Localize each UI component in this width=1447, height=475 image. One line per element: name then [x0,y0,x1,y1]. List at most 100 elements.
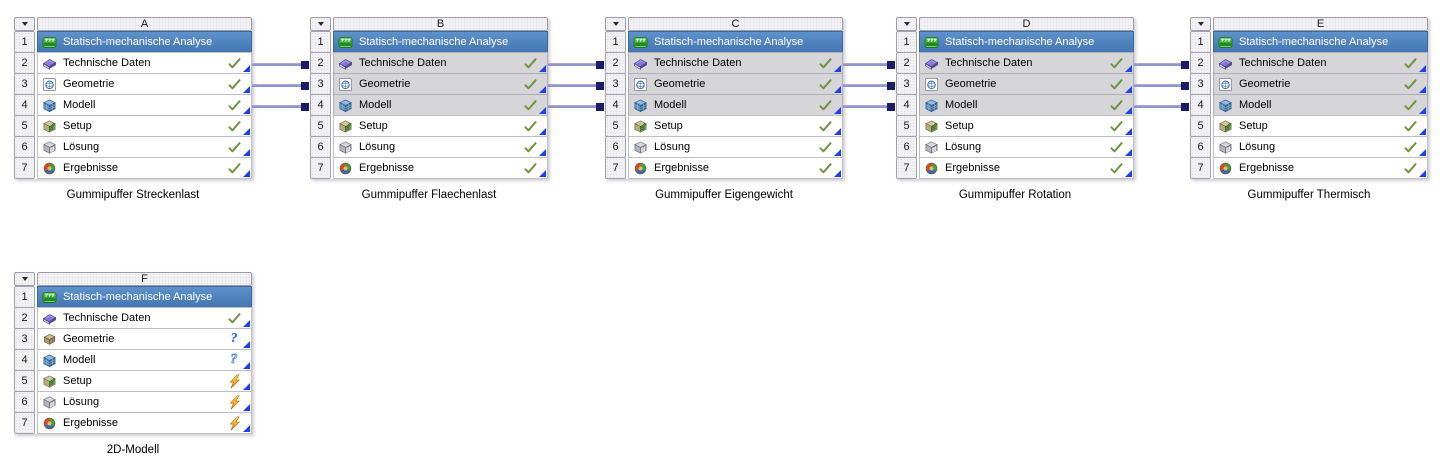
row-number[interactable]: 5 [310,115,331,137]
system-menu-button[interactable] [605,17,626,31]
row-number[interactable]: 5 [605,115,626,137]
row-number[interactable]: 7 [605,157,626,179]
row-number[interactable]: 7 [310,157,331,179]
system-caption[interactable]: Gummipuffer Flaechenlast [361,189,497,201]
system-caption[interactable]: 2D-Modell [106,444,160,456]
row-number[interactable]: 3 [310,73,331,95]
system-letter-header[interactable]: E [1213,17,1428,31]
row-number[interactable]: 5 [14,370,35,392]
system-menu-button[interactable] [14,272,35,286]
system-menu-button[interactable] [14,17,35,31]
row-number[interactable]: 5 [896,115,917,137]
row-number[interactable]: 7 [14,412,35,434]
system-menu-button[interactable] [310,17,331,31]
row-number[interactable]: 1 [14,31,35,53]
row-number[interactable]: 1 [14,286,35,308]
row-number[interactable]: 6 [310,136,331,158]
row-number[interactable]: 2 [14,52,35,74]
row-number[interactable]: 7 [1190,157,1211,179]
row-number[interactable]: 2 [310,52,331,74]
row-number[interactable]: 1 [1190,31,1211,53]
system-caption[interactable]: Gummipuffer Thermisch [1247,189,1371,201]
system-caption[interactable]: Gummipuffer Streckenlast [66,189,200,201]
row-number[interactable]: 1 [310,31,331,53]
system-letter-header[interactable]: B [333,17,548,31]
system-caption[interactable]: Gummipuffer Eigengewicht [655,189,793,201]
row-number[interactable]: 3 [14,328,35,350]
row-number[interactable]: 7 [896,157,917,179]
system-caption[interactable]: Gummipuffer Rotation [958,189,1072,201]
row-number[interactable]: 2 [14,307,35,329]
system-menu-button[interactable] [896,17,917,31]
row-number[interactable]: 3 [896,73,917,95]
system-letter-header[interactable]: F [37,272,252,286]
row-number[interactable]: 5 [14,115,35,137]
row-number[interactable]: 1 [896,31,917,53]
row-number[interactable]: 5 [1190,115,1211,137]
row-number[interactable]: 4 [605,94,626,116]
row-number[interactable]: 4 [14,94,35,116]
row-number[interactable]: 2 [896,52,917,74]
row-number[interactable]: 4 [896,94,917,116]
row-number[interactable]: 6 [1190,136,1211,158]
system-letter-header[interactable]: D [919,17,1134,31]
row-number[interactable]: 1 [605,31,626,53]
row-number[interactable]: 4 [1190,94,1211,116]
row-number[interactable]: 3 [1190,73,1211,95]
row-number[interactable]: 3 [14,73,35,95]
row-number[interactable]: 6 [605,136,626,158]
row-number[interactable]: 6 [14,136,35,158]
row-number[interactable]: 4 [14,349,35,371]
row-number[interactable]: 2 [605,52,626,74]
system-letter-header[interactable]: A [37,17,252,31]
row-number[interactable]: 3 [605,73,626,95]
row-number[interactable]: 6 [896,136,917,158]
row-number[interactable]: 7 [14,157,35,179]
row-number[interactable]: 4 [310,94,331,116]
row-number[interactable]: 6 [14,391,35,413]
